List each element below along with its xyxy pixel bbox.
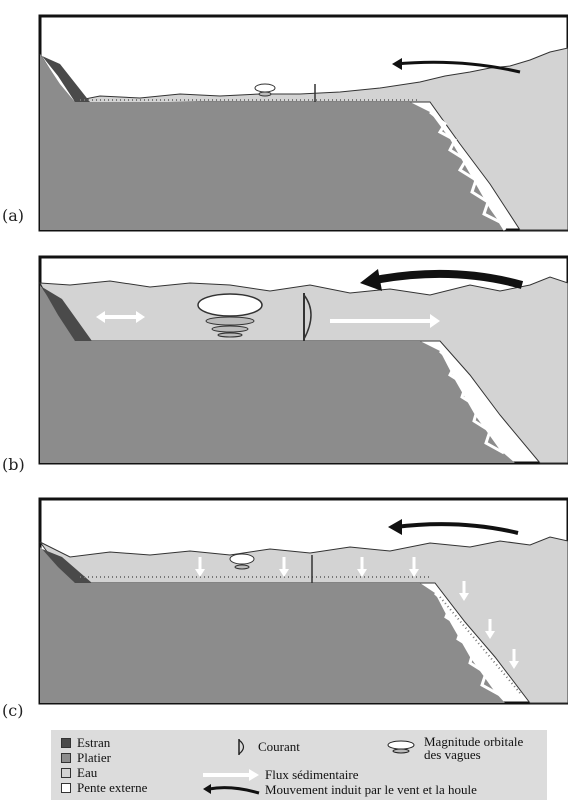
legend-platier: Platier xyxy=(61,750,111,766)
panel-a: (a) xyxy=(0,14,568,232)
panel-c: (c) xyxy=(0,497,568,719)
orbital-magnitude-icon xyxy=(386,740,416,756)
legend-eau-label: Eau xyxy=(77,765,97,781)
wind-swell-arrow-icon xyxy=(201,783,261,797)
legend-magnitude-text: Magnitude orbitale des vagues xyxy=(424,735,523,761)
panel-c-label: (c) xyxy=(2,701,23,720)
panel-b-label: (b) xyxy=(2,455,25,474)
legend-flux: Flux sédimentaire xyxy=(201,767,359,783)
legend-mouvement-label: Mouvement induit par le vent et la houle xyxy=(265,782,477,798)
sediment-flux-arrow-icon xyxy=(201,769,261,781)
legend-pente-label: Pente externe xyxy=(77,780,147,796)
estran-swatch xyxy=(61,738,71,748)
legend-estran-label: Estran xyxy=(77,735,110,751)
legend: Estran Platier Eau Pente externe Courant… xyxy=(51,730,547,800)
platier-swatch xyxy=(61,753,71,763)
legend-courant-label: Courant xyxy=(258,739,300,755)
legend-estran: Estran xyxy=(61,735,110,751)
legend-magnitude-line2: des vagues xyxy=(424,748,523,761)
panel-b-diagram xyxy=(0,255,568,475)
legend-courant: Courant xyxy=(234,738,300,756)
legend-pente: Pente externe xyxy=(61,780,147,796)
legend-eau: Eau xyxy=(61,765,97,781)
pente-swatch xyxy=(61,783,71,793)
panel-a-label: (a) xyxy=(2,206,24,225)
eau-swatch xyxy=(61,768,71,778)
legend-magnitude: Magnitude orbitale des vagues xyxy=(386,735,523,761)
panel-a-diagram xyxy=(0,14,568,232)
legend-flux-label: Flux sédimentaire xyxy=(265,767,359,783)
legend-platier-label: Platier xyxy=(77,750,111,766)
current-icon xyxy=(234,738,252,756)
panel-b: (b) xyxy=(0,255,568,475)
panel-c-diagram xyxy=(0,497,568,719)
legend-mouvement: Mouvement induit par le vent et la houle xyxy=(201,782,477,798)
